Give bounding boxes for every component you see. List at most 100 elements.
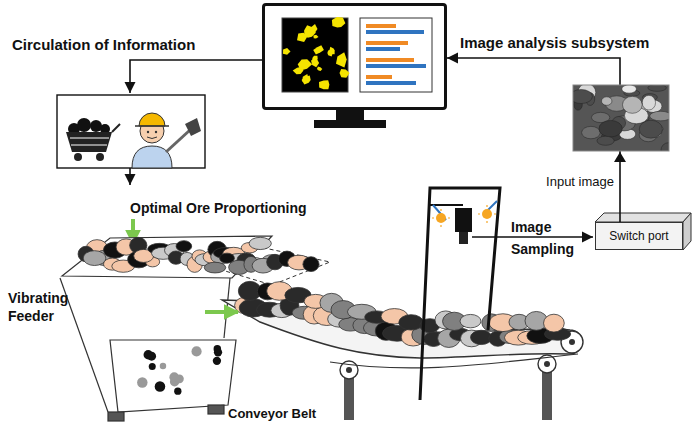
- ore-pile: [303, 257, 319, 272]
- falling-ore: [214, 345, 222, 353]
- worker-icon: [77, 118, 91, 132]
- worker-icon: [112, 124, 120, 132]
- ore-photo: [573, 89, 592, 103]
- ore-photo: [625, 101, 638, 110]
- ore-photo: [639, 120, 662, 138]
- camera-stand: [455, 208, 472, 232]
- ore-photo: [634, 103, 649, 112]
- falling-ore: [174, 387, 181, 394]
- ore-photo: [635, 115, 650, 121]
- arrow-head: [614, 152, 626, 162]
- ore-on-belt: [235, 281, 571, 347]
- ore-photo: [582, 126, 601, 138]
- worker-icon: [155, 131, 157, 133]
- worker-icon: [96, 153, 104, 161]
- ore-photo: [650, 111, 669, 121]
- node-heading: Image analysis subsystem: [460, 34, 692, 52]
- ore-photo: [642, 95, 655, 110]
- switch-port-faces: [595, 213, 691, 250]
- camera-stand: [482, 209, 492, 219]
- ore-photo: [627, 103, 639, 117]
- monitor-illustration: [314, 120, 386, 128]
- camera-stand: [432, 205, 496, 227]
- segmentation-blobs: [312, 60, 317, 65]
- conveyor-belt: [222, 300, 582, 358]
- falling-ore: [191, 346, 201, 356]
- ore-photo: [601, 131, 621, 141]
- ore-photo: [619, 129, 635, 140]
- camera-stand: [436, 213, 446, 223]
- part-label: Conveyor Belt: [228, 406, 338, 422]
- camera-stand: [478, 213, 480, 214]
- flow-label: Image Sampling: [511, 216, 581, 260]
- worker-icon: [57, 95, 205, 168]
- segmentation-blobs: [332, 17, 346, 27]
- camera-stand: [494, 213, 496, 214]
- worker-icon: [74, 153, 82, 161]
- conveyor-belt: [330, 354, 578, 368]
- worker-icon: [166, 130, 190, 152]
- ore-on-belt: [544, 314, 565, 332]
- monitor-illustration: [282, 18, 348, 92]
- ore-photo: [624, 107, 648, 123]
- ore-photo: [643, 94, 658, 101]
- ore-photo: [647, 127, 660, 134]
- ore-photo: [645, 131, 661, 138]
- flow-label: Optimal Ore Proportioning: [130, 200, 330, 217]
- feeder-tray: [62, 236, 272, 278]
- worker-icon: [139, 113, 165, 126]
- camera-stand: [420, 188, 500, 400]
- bar-chart: [366, 64, 426, 68]
- sampling-arrow: [472, 236, 593, 238]
- camera-stand: [486, 221, 487, 223]
- ore-photo: [661, 143, 669, 151]
- ore-photo: [599, 120, 622, 136]
- ore-photo: [648, 85, 667, 91]
- ore-photo: [586, 93, 595, 106]
- ore-pile: [176, 241, 192, 252]
- ore-pile: [249, 237, 271, 249]
- segmentation-blobs: [313, 45, 324, 54]
- falling-ore: [149, 363, 156, 370]
- edge-label: Input image: [546, 174, 614, 189]
- switch-port-box: Switch port: [595, 222, 683, 250]
- segmentation-blobs: [340, 69, 350, 78]
- falling-ore: [160, 363, 166, 369]
- worker-icon: [147, 137, 157, 139]
- segmentation-blobs: [327, 50, 333, 57]
- worker-icon: [70, 138, 109, 139]
- segmentation-blobs: [304, 25, 316, 38]
- worker-icon: [132, 146, 172, 168]
- vibrating-feeder: [108, 412, 124, 421]
- camera-stand: [420, 188, 500, 400]
- bar-chart: [366, 47, 400, 51]
- worker-icon: [71, 145, 107, 146]
- worker-icon: [66, 132, 112, 152]
- ore-photo: [605, 96, 628, 111]
- segmentation-blobs: [313, 35, 318, 39]
- circulation-arrow: [130, 60, 262, 93]
- switch-port-faces: [683, 213, 691, 250]
- vibrating-feeder: [60, 278, 108, 412]
- ore-on-belt: [399, 315, 424, 330]
- flow-label: Circulation of Information: [12, 36, 252, 54]
- part-label: Vibrating Feeder: [8, 289, 84, 325]
- ore-photo: [622, 85, 637, 93]
- ore-pile: [83, 251, 106, 266]
- falling-ore: [213, 357, 221, 365]
- ore-photo: [591, 112, 609, 122]
- monitor-screen: Image analysis subsystem: [262, 3, 447, 110]
- input-image-thumbnail: [573, 85, 669, 151]
- ore-photo: [644, 100, 661, 113]
- bar-chart: [366, 24, 396, 28]
- camera-stand: [459, 232, 468, 244]
- conveyor-belt: [222, 300, 583, 420]
- segmentation-blobs: [298, 59, 313, 70]
- bar-chart: [366, 75, 392, 79]
- falling-ore: [155, 381, 166, 392]
- monitor-illustration: [264, 5, 445, 108]
